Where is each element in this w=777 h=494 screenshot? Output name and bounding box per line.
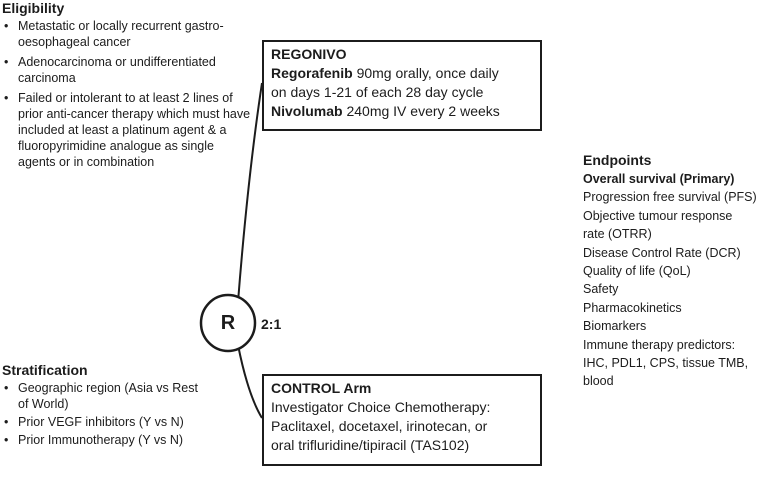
endpoint-line: IHC, PDL1, CPS, tissue TMB,: [583, 356, 749, 371]
regonivo-drug2-line: Nivolumab 240mg IV every 2 weeks: [271, 102, 533, 121]
eligibility-section: Eligibility Metastatic or locally recurr…: [2, 0, 252, 174]
nivolumab-dose: 240mg IV every 2 weeks: [342, 103, 500, 119]
control-arm-box: CONTROL Arm Investigator Choice Chemothe…: [262, 374, 542, 466]
control-line: Paclitaxel, docetaxel, irinotecan, or: [271, 418, 488, 434]
control-title: CONTROL Arm: [271, 380, 372, 396]
endpoint-line: Progression free survival (PFS): [583, 190, 757, 205]
randomisation-symbol: R: [220, 311, 236, 334]
eligibility-item: Adenocarcinoma or undifferentiated carci…: [4, 54, 252, 86]
endpoints-list: Overall survival (Primary) Progression f…: [583, 170, 775, 391]
regorafenib-name: Regorafenib: [271, 65, 353, 81]
regorafenib-schedule: on days 1-21 of each 28 day cycle: [271, 84, 484, 100]
stratification-item: Geographic region (Asia vs Rest of World…: [4, 380, 202, 412]
stratification-item: Prior Immunotherapy (Y vs N): [4, 432, 202, 448]
endpoint-line: Objective tumour response: [583, 208, 733, 223]
connector-to-regonivo: [237, 82, 263, 303]
stratification-section: Stratification Geographic region (Asia v…: [2, 362, 202, 450]
endpoints-section: Endpoints Overall survival (Primary) Pro…: [583, 152, 775, 391]
eligibility-heading: Eligibility: [2, 0, 65, 16]
endpoint-line: Safety: [583, 282, 619, 297]
endpoint-line: Immune therapy predictors:: [583, 337, 736, 352]
endpoints-heading: Endpoints: [583, 152, 652, 168]
endpoint-line: rate (OTRR): [583, 227, 652, 242]
regonivo-title: REGONIVO: [271, 46, 347, 62]
regonivo-arm-box: REGONIVO Regorafenib 90mg orally, once d…: [262, 40, 542, 131]
regonivo-drug1-line: Regorafenib 90mg orally, once daily: [271, 64, 533, 83]
endpoint-line: blood: [583, 374, 614, 389]
endpoint-line: Disease Control Rate (DCR): [583, 245, 741, 260]
control-line: Investigator Choice Chemotherapy:: [271, 399, 491, 415]
randomisation-circle: [199, 293, 257, 353]
stratification-heading: Stratification: [2, 362, 88, 378]
nivolumab-name: Nivolumab: [271, 103, 343, 119]
control-line: oral trifluridine/tipiracil (TAS102): [271, 437, 470, 453]
stratification-list: Geographic region (Asia vs Rest of World…: [2, 380, 202, 448]
eligibility-item: Metastatic or locally recurrent gastro-o…: [4, 18, 252, 50]
connector-to-control: [237, 344, 263, 419]
eligibility-list: Metastatic or locally recurrent gastro-o…: [2, 18, 252, 170]
regorafenib-dose: 90mg orally, once daily: [352, 65, 499, 81]
primary-endpoint: Overall survival (Primary): [583, 172, 735, 186]
randomisation-ratio: 2:1: [261, 316, 282, 332]
endpoint-line: Quality of life (QoL): [583, 264, 691, 279]
endpoint-line: Pharmacokinetics: [583, 300, 682, 315]
endpoint-line: Biomarkers: [583, 319, 647, 334]
stratification-item: Prior VEGF inhibitors (Y vs N): [4, 414, 202, 430]
eligibility-item: Failed or intolerant to at least 2 lines…: [4, 90, 252, 170]
